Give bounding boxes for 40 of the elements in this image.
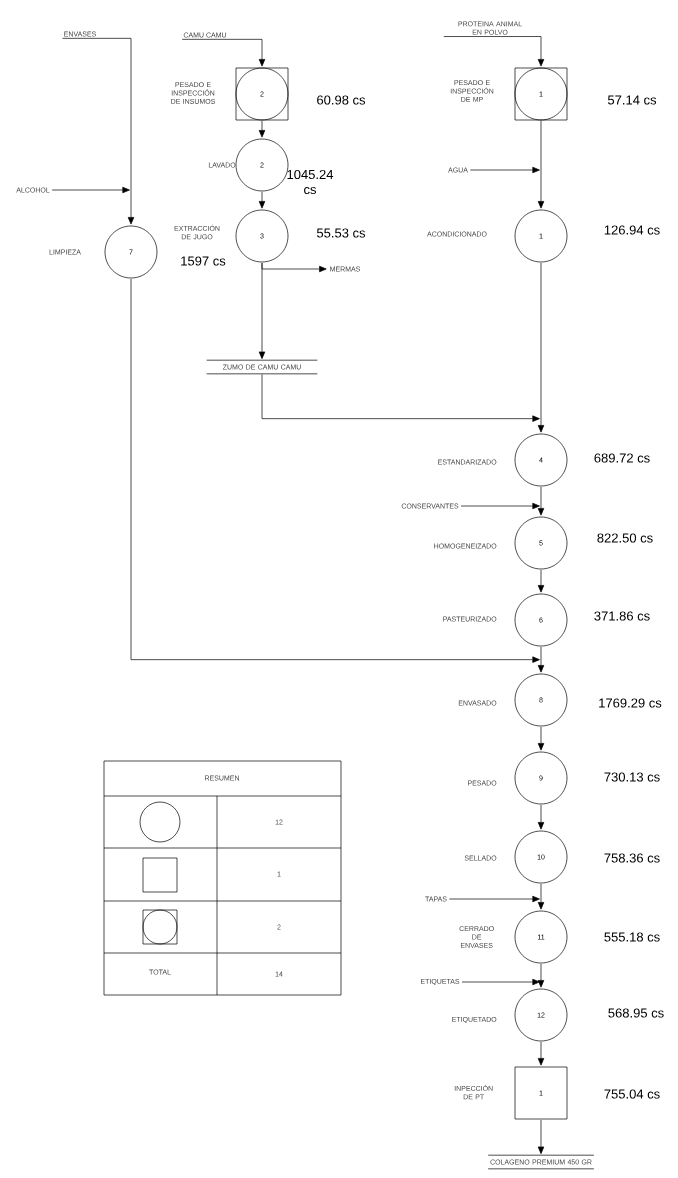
time-label: 568.95 cs bbox=[608, 1008, 664, 1018]
arrow bbox=[258, 191, 266, 209]
arrow bbox=[261, 262, 327, 273]
time-label: 822.50 cs bbox=[597, 533, 653, 543]
time-label: 755.04 cs bbox=[604, 1089, 660, 1099]
arrow bbox=[537, 120, 545, 209]
arrow bbox=[261, 374, 540, 422]
time-label: 57.14 cs bbox=[607, 95, 657, 105]
arrow bbox=[130, 278, 540, 663]
time-label: 55.53 cs bbox=[316, 228, 366, 238]
time-label: 1045.24 cs bbox=[287, 169, 334, 195]
arrow bbox=[258, 120, 266, 138]
arrow bbox=[62, 38, 135, 225]
arrow bbox=[470, 166, 540, 174]
arrow bbox=[443, 36, 545, 67]
time-label: 730.13 cs bbox=[604, 772, 660, 782]
time-label: 758.36 cs bbox=[604, 853, 660, 863]
time-label: 60.98 cs bbox=[317, 95, 366, 105]
time-label: 371.86 cs bbox=[594, 611, 650, 621]
arrow bbox=[258, 262, 266, 359]
arrow bbox=[537, 262, 545, 433]
arrow bbox=[537, 1041, 545, 1066]
arrow bbox=[537, 883, 545, 910]
time-label: 689.72 cs bbox=[594, 453, 650, 463]
arrow bbox=[537, 486, 545, 516]
arrow bbox=[181, 39, 266, 67]
arrow bbox=[537, 1119, 545, 1154]
arrow bbox=[449, 895, 540, 903]
arrow bbox=[537, 963, 545, 988]
time-label: 555.18 cs bbox=[604, 932, 660, 942]
time-label: 126.94 cs bbox=[604, 225, 660, 235]
arrow bbox=[51, 186, 130, 194]
arrow bbox=[460, 502, 540, 510]
arrow bbox=[537, 804, 545, 830]
arrow bbox=[537, 726, 545, 751]
arrow bbox=[537, 646, 545, 673]
arrow bbox=[537, 569, 545, 593]
time-label: 1769.29 cs bbox=[599, 698, 662, 708]
time-label: 1597 cs bbox=[181, 256, 226, 266]
arrow bbox=[461, 978, 540, 986]
